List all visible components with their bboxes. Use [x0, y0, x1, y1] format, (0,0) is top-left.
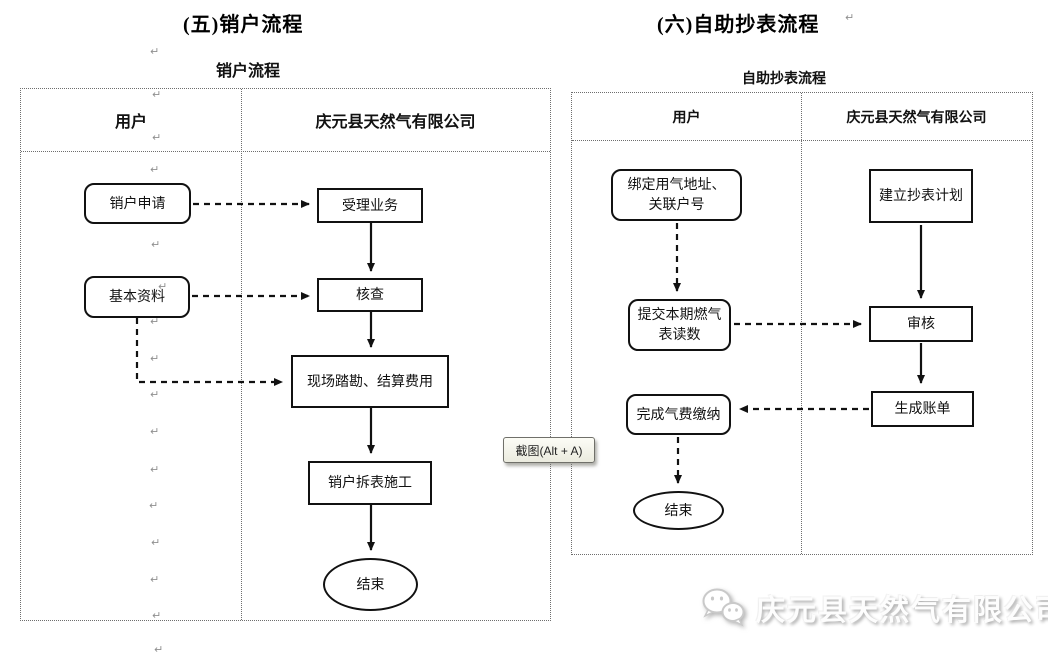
paragraph-mark: ↵ — [149, 499, 159, 512]
paragraph-mark: ↵ — [845, 11, 855, 24]
paragraph-mark: ↵ — [151, 238, 161, 251]
left-diagram-title: 销户流程 — [216, 63, 281, 80]
paragraph-mark: ↵ — [150, 388, 160, 401]
paragraph-mark: ↵ — [151, 536, 161, 549]
watermark-text: 庆元县天然气有限公司 — [756, 595, 1048, 627]
node-audit: 审核 — [869, 306, 973, 342]
right-flowchart-table: 用户 庆元县天然气有限公司 绑定用气地址、 关联户号 建立抄表计划 提交本期燃气… — [571, 92, 1033, 555]
node-submit-reading: 提交本期燃气 表读数 — [628, 299, 731, 351]
left-flow-arrows — [135, 200, 375, 551]
wechat-icon — [702, 588, 745, 627]
node-verify: 核查 — [317, 278, 423, 312]
node-site-survey: 现场踏勘、结算费用 — [291, 355, 449, 408]
node-meter-removal: 销户拆表施工 — [308, 461, 432, 505]
paragraph-mark: ↵ — [150, 425, 160, 438]
paragraph-mark: ↵ — [154, 643, 164, 656]
paragraph-mark: ↵ — [152, 131, 162, 144]
screenshot-tooltip[interactable]: 截图(Alt + A) — [503, 437, 595, 463]
paragraph-mark: ↵ — [150, 45, 160, 58]
right-flow-arrows — [673, 223, 925, 484]
paragraph-mark: ↵ — [158, 280, 168, 293]
right-lane-user-header: 用户 — [672, 108, 701, 125]
watermark: 庆元县天然气有限公司 — [698, 586, 1048, 630]
node-bind-address: 绑定用气地址、 关联户号 — [611, 169, 742, 221]
left-lane-company-header: 庆元县天然气有限公司 — [315, 114, 476, 131]
right-lane-company-header: 庆元县天然气有限公司 — [846, 108, 987, 125]
node-submit-reading-line1: 提交本期燃气 — [637, 306, 722, 323]
node-complete-payment: 完成气费缴纳 — [626, 394, 731, 435]
left-lane-user-header: 用户 — [114, 114, 147, 131]
node-submit-reading-line2: 表读数 — [658, 326, 701, 342]
node-accept-business: 受理业务 — [317, 188, 423, 223]
paragraph-mark: ↵ — [150, 573, 160, 586]
paragraph-mark: ↵ — [152, 88, 162, 101]
left-flowchart-table: 用户 庆元县天然气有限公司 销户申请 受理业务 基本资料 核查 现场踏勘、结算费… — [20, 88, 551, 621]
left-lane-divider — [241, 89, 242, 620]
paragraph-mark: ↵ — [152, 609, 162, 622]
paragraph-mark: ↵ — [150, 463, 160, 476]
section-heading-right: (六)自助抄表流程 — [657, 14, 820, 36]
node-end-right: 结束 — [633, 491, 724, 530]
node-bind-address-line2: 关联户号 — [648, 196, 705, 212]
node-cancel-apply: 销户申请 — [84, 183, 191, 224]
right-diagram-title: 自助抄表流程 — [742, 70, 826, 86]
paragraph-mark: ↵ — [150, 352, 160, 365]
paragraph-mark: ↵ — [150, 163, 160, 176]
right-lane-header-row: 用户 庆元县天然气有限公司 — [572, 93, 1032, 141]
screenshot-tooltip-label: 截图(Alt + A) — [515, 443, 583, 458]
node-end-left: 结束 — [323, 558, 418, 611]
paragraph-mark: ↵ — [150, 315, 160, 328]
node-reading-plan: 建立抄表计划 — [869, 169, 973, 223]
left-lane-header-row: 用户 庆元县天然气有限公司 — [21, 89, 550, 152]
node-basic-materials: 基本资料 — [84, 276, 190, 318]
section-heading-left: (五)销户流程 — [183, 14, 304, 36]
node-generate-bill: 生成账单 — [871, 391, 974, 427]
node-bind-address-line1: 绑定用气地址、 — [627, 176, 726, 193]
